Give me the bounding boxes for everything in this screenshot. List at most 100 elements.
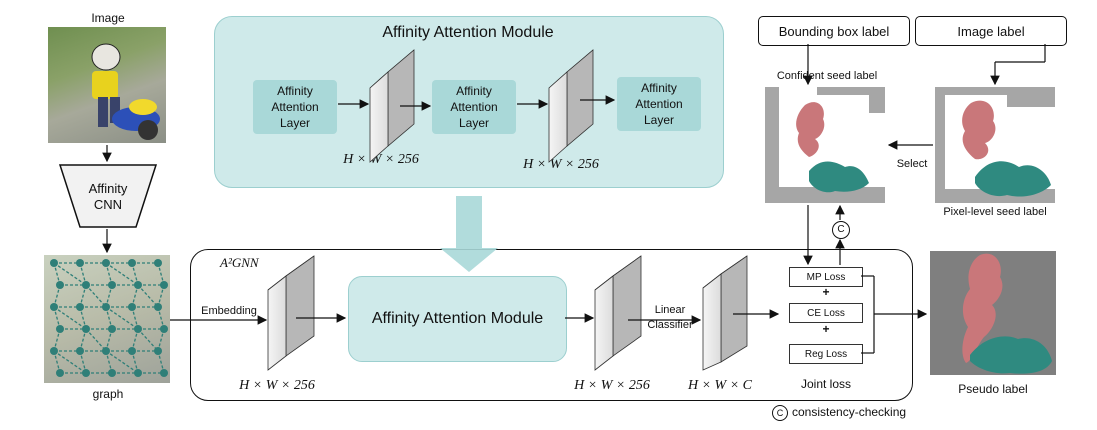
feature-map-top-1: [369, 49, 415, 163]
pixel-seed-caption: Pixel-level seed label: [943, 206, 1047, 218]
module-down-arrow: [440, 196, 498, 272]
attention-layer-1: Affinity Attention Layer: [253, 80, 337, 134]
graph-edge: [105, 262, 139, 286]
feature-map-bottom-2: [594, 255, 642, 371]
select-label: Select: [896, 158, 928, 170]
graph-node: [128, 259, 136, 267]
graph-image: [44, 255, 170, 383]
graph-edge: [131, 306, 139, 330]
feature-map-bottom-c: [702, 255, 748, 371]
graph-node: [134, 325, 142, 333]
bounding-box-label-box: Bounding box label: [758, 16, 910, 46]
dim-label-top-1: H × W × 256: [343, 152, 419, 167]
graph-node: [82, 281, 90, 289]
graph-node: [50, 347, 58, 355]
graph-node: [108, 325, 116, 333]
graph-edge: [53, 284, 61, 308]
graph-node: [134, 369, 142, 377]
graph-node: [56, 325, 64, 333]
graph-node: [102, 347, 110, 355]
graph-node: [154, 347, 162, 355]
module-title: Affinity Attention Module: [382, 24, 554, 41]
graph-edge: [105, 306, 139, 330]
input-photo: [48, 27, 166, 143]
graph-edge: [131, 262, 139, 286]
consistency-legend-icon: C: [772, 405, 788, 421]
pixel-seed-image: [935, 87, 1055, 203]
affinity-cnn-label: Affinity CNN: [88, 181, 128, 212]
graph-edge: [131, 328, 139, 352]
graph-edge: [79, 306, 87, 330]
graph-edge: [53, 350, 87, 374]
graph-node: [160, 281, 168, 289]
graph-node: [76, 347, 84, 355]
image-label-box: Image label: [915, 16, 1067, 46]
graph-edge: [157, 262, 165, 286]
graph-edge: [53, 306, 61, 330]
graph-edge: [157, 284, 165, 308]
graph-edge: [79, 328, 87, 352]
consistency-check-node: C: [832, 221, 850, 239]
graph-edge: [105, 262, 113, 286]
embedding-label: Embedding: [201, 305, 257, 317]
graph-node: [128, 347, 136, 355]
graph-node: [154, 259, 162, 267]
graph-node: [102, 303, 110, 311]
attention-layer-3: Affinity Attention Layer: [617, 77, 701, 131]
ce-loss-box: CE Loss: [789, 303, 863, 323]
graph-node: [50, 259, 58, 267]
graph-edge: [53, 328, 61, 352]
plus-1: +: [822, 285, 830, 299]
graph-node: [108, 369, 116, 377]
graph-node: [56, 281, 64, 289]
graph-edge: [157, 306, 165, 330]
confident-seed-image: [765, 87, 885, 203]
graph-node: [160, 325, 168, 333]
confident-seed-caption: Confident seed label: [776, 70, 878, 82]
graph-edge: [105, 350, 139, 374]
graph-node: [50, 303, 58, 311]
graph-node: [154, 303, 162, 311]
joint-loss-label: Joint loss: [800, 377, 852, 391]
graph-node: [160, 369, 168, 377]
graph-edge: [105, 350, 113, 374]
reg-loss-box: Reg Loss: [789, 344, 863, 364]
a2gnn-panel: [190, 249, 913, 401]
graph-edge: [53, 262, 61, 286]
affinity-attention-module-box: Affinity Attention Module: [348, 276, 567, 362]
feature-map-top-2: [548, 49, 594, 163]
graph-edge: [105, 328, 113, 352]
graph-node: [56, 369, 64, 377]
attention-layer-2: Affinity Attention Layer: [432, 80, 516, 134]
graph-node: [134, 281, 142, 289]
graph-edge: [79, 284, 87, 308]
linear-classifier-label: Linear Classifier: [647, 304, 693, 331]
graph-edge: [131, 284, 139, 308]
dim-label-bottom-c: H × W × C: [687, 378, 752, 393]
feature-map-bottom-1: [267, 255, 315, 371]
graph-edge: [53, 262, 87, 286]
image-caption: Image: [91, 11, 125, 25]
a2gnn-title: A²GNN: [220, 255, 259, 270]
graph-edge: [53, 306, 87, 330]
pseudo-label-caption: Pseudo label: [958, 382, 1028, 396]
graph-edge: [105, 306, 113, 330]
graph-node: [108, 281, 116, 289]
dim-label-top-2: H × W × 256: [523, 157, 599, 172]
dim-label-bottom-1: H × W × 256: [239, 378, 315, 393]
graph-edge: [157, 350, 165, 374]
graph-edge: [79, 262, 87, 286]
graph-edge: [131, 350, 139, 374]
pseudo-label-image: [930, 251, 1056, 375]
graph-node: [102, 259, 110, 267]
graph-edge: [53, 350, 61, 374]
graph-edge: [105, 284, 113, 308]
graph-node: [82, 325, 90, 333]
graph-nodes: [50, 259, 168, 377]
consistency-legend-text: consistency-checking: [792, 405, 907, 419]
plus-2: +: [822, 322, 830, 336]
mp-loss-box: MP Loss: [789, 267, 863, 287]
graph-edge: [79, 350, 87, 374]
graph-node: [76, 259, 84, 267]
